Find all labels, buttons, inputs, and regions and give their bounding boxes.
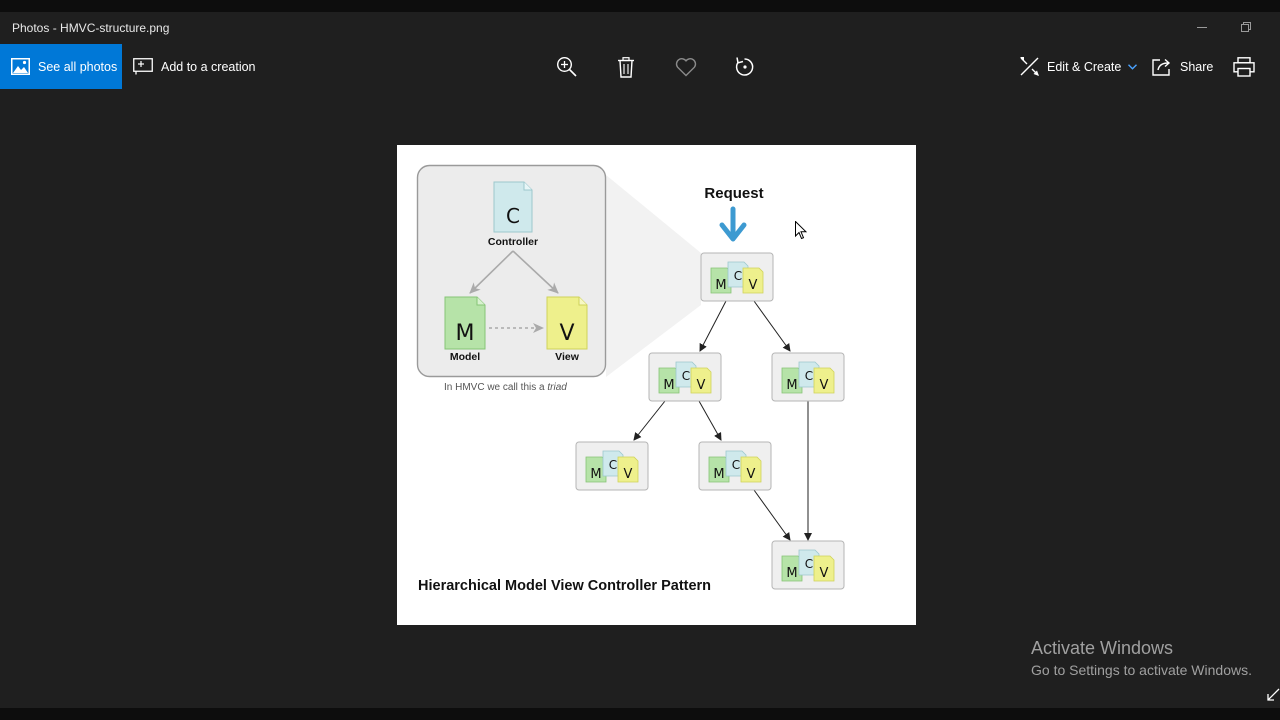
- edge-mid-down: [753, 489, 791, 541]
- add-to-creation-label: Add to a creation: [161, 59, 256, 74]
- letter-m: M: [456, 321, 475, 346]
- caption-italic: triad: [547, 382, 567, 393]
- mcv-node-level2-mid: [698, 441, 772, 491]
- controller-to-view-arrow: [512, 250, 559, 294]
- zoom-button[interactable]: [554, 54, 580, 80]
- see-all-photos-button[interactable]: See all photos: [0, 44, 122, 89]
- rotate-button[interactable]: [732, 54, 758, 80]
- edit-create-label: Edit & Create: [1047, 59, 1122, 74]
- watermark-subtitle: Go to Settings to activate Windows.: [1031, 662, 1252, 678]
- pattern-title: Hierarchical Model View Controller Patte…: [418, 578, 711, 594]
- edit-create-icon: [1020, 57, 1039, 76]
- title-bar: Photos - HMVC-structure.png: [0, 12, 1280, 44]
- edge-root-right: [753, 300, 791, 352]
- photo-gallery-icon: [11, 58, 30, 75]
- minimize-icon: [1197, 27, 1207, 28]
- add-to-creation-button[interactable]: Add to a creation: [133, 44, 256, 89]
- restore-icon: [1241, 22, 1251, 32]
- rotate-icon: [735, 57, 754, 76]
- edge-root-left: [699, 300, 727, 352]
- triad-caption: In HMVC we call this a triad: [444, 382, 567, 393]
- mcv-node-level1-right: [771, 352, 845, 402]
- print-icon: [1233, 57, 1255, 77]
- edit-create-menu[interactable]: Edit & Create: [1019, 44, 1138, 89]
- watermark-title: Activate Windows: [1031, 638, 1174, 658]
- mouse-cursor-icon: [795, 221, 807, 240]
- see-all-photos-label: See all photos: [38, 59, 118, 74]
- favorite-icon: [675, 58, 697, 77]
- add-creation-icon: [133, 58, 153, 75]
- photo-canvas[interactable]: M C V C Controller M Model V View In HMV…: [397, 145, 916, 625]
- model-label: Model: [450, 351, 480, 363]
- delete-button[interactable]: [613, 54, 639, 80]
- toolbar: See all photos Add to a creation: [0, 44, 1280, 89]
- hmvc-diagram: M C V C Controller M Model V View In HMV…: [416, 164, 845, 594]
- mcv-node-level2-left: [575, 441, 649, 491]
- resize-arrow-icon[interactable]: [1266, 688, 1280, 702]
- controller-to-model-arrow: [469, 250, 514, 294]
- letter-v: V: [559, 321, 574, 346]
- delete-icon: [618, 56, 634, 78]
- window-title: Photos - HMVC-structure.png: [12, 21, 170, 35]
- zoom-wedge: [606, 175, 701, 377]
- restore-button[interactable]: [1233, 17, 1259, 37]
- activate-windows-watermark: Activate Windows Go to Settings to activ…: [1031, 638, 1252, 678]
- mcv-node-root: [700, 252, 774, 302]
- controller-label: Controller: [488, 236, 538, 248]
- favorite-button[interactable]: [673, 54, 699, 80]
- share-icon: [1152, 58, 1171, 76]
- mcv-node-level3: [771, 540, 845, 590]
- chevron-down-icon: [1128, 63, 1138, 70]
- zoom-in-icon: [556, 56, 577, 77]
- request-label: Request: [704, 185, 763, 202]
- share-label: Share: [1180, 59, 1214, 74]
- print-button[interactable]: [1231, 54, 1257, 80]
- edge-left-left: [633, 400, 666, 441]
- mcv-node-level1-left: [648, 352, 722, 402]
- share-button[interactable]: Share: [1152, 44, 1213, 89]
- minimize-button[interactable]: [1189, 17, 1215, 37]
- edge-left-right: [698, 400, 722, 441]
- request-arrow: [719, 206, 747, 242]
- letter-c: C: [506, 204, 520, 228]
- photos-app-window: Photos - HMVC-structure.png See all phot…: [0, 12, 1280, 708]
- caption-prefix: In HMVC we call this a: [444, 382, 545, 393]
- view-label: View: [555, 351, 580, 363]
